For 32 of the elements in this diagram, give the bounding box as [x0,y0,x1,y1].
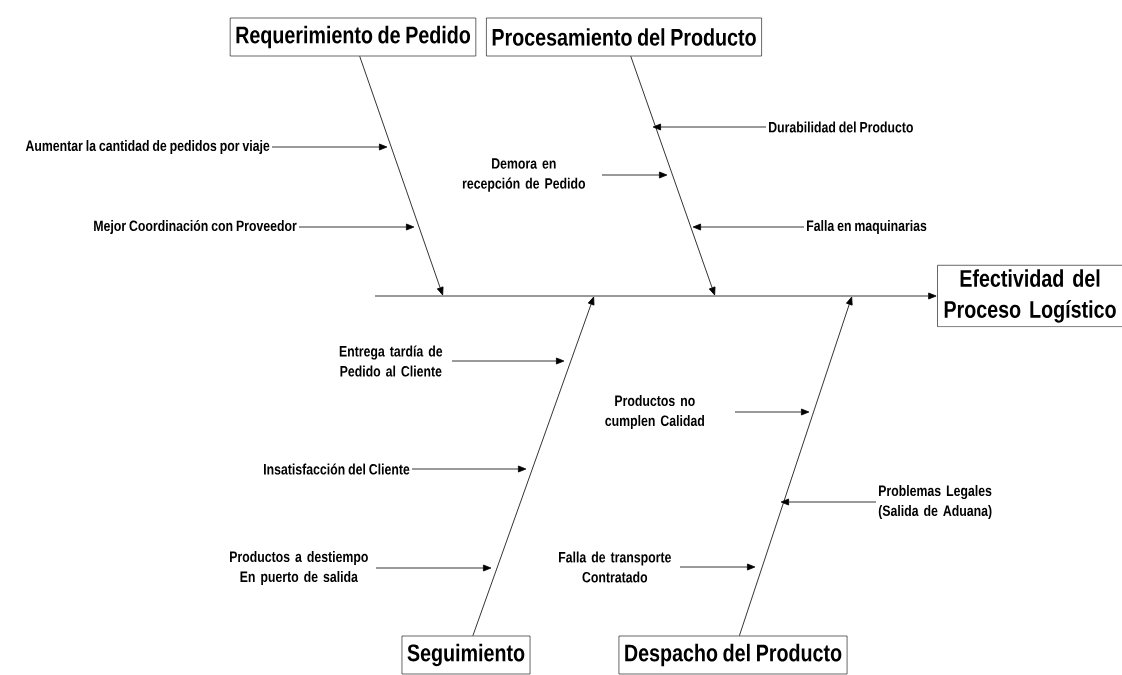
category-box: Despacho del Producto [618,635,848,675]
cause-arrow [298,223,415,231]
cause-label: Mejor Coordinación con Proveedor [94,219,297,235]
cause-arrow [411,465,527,473]
cause-label: Falla de transporte Contratado [559,551,671,583]
cause-arrow [679,563,756,571]
cause-label: Problemas Legales (Salida de Aduana) [878,485,992,519]
cause-arrow [780,498,877,506]
cause-arrow [601,171,668,179]
effect-box: Efectividad del Proceso Logístico [937,264,1122,328]
cause-arrow [692,223,805,231]
category-box: Procesamiento del Producto [486,17,762,57]
cause-label: Durabilidad del Producto [769,121,913,133]
cause-arrow [375,564,492,572]
cause-label: Falla en maquinarias [807,220,927,234]
cause-label: Demora en recepción de Pedido [462,158,586,192]
bone-arrow [472,296,595,637]
cause-arrow [451,357,565,365]
cause-label: Entrega tardía de Pedido al Cliente [339,345,443,377]
bone-arrow [739,296,853,637]
cause-label: Productos no cumplen Calidad [605,395,704,429]
bone-arrow [359,55,444,296]
cause-label: Insatisfacción del Cliente [264,463,410,475]
category-box: Requerimiento de Pedido [229,17,477,57]
cause-label: Aumentar la cantidad de pedidos por viaje [25,140,270,154]
cause-arrow [734,408,810,416]
cause-label: Productos a destiempo En puerto de salida [230,551,368,585]
spine-arrow [374,292,937,300]
category-box: Seguimiento [401,635,531,675]
cause-arrow [652,123,767,131]
cause-arrow [271,143,388,151]
bone-arrow [630,55,716,296]
